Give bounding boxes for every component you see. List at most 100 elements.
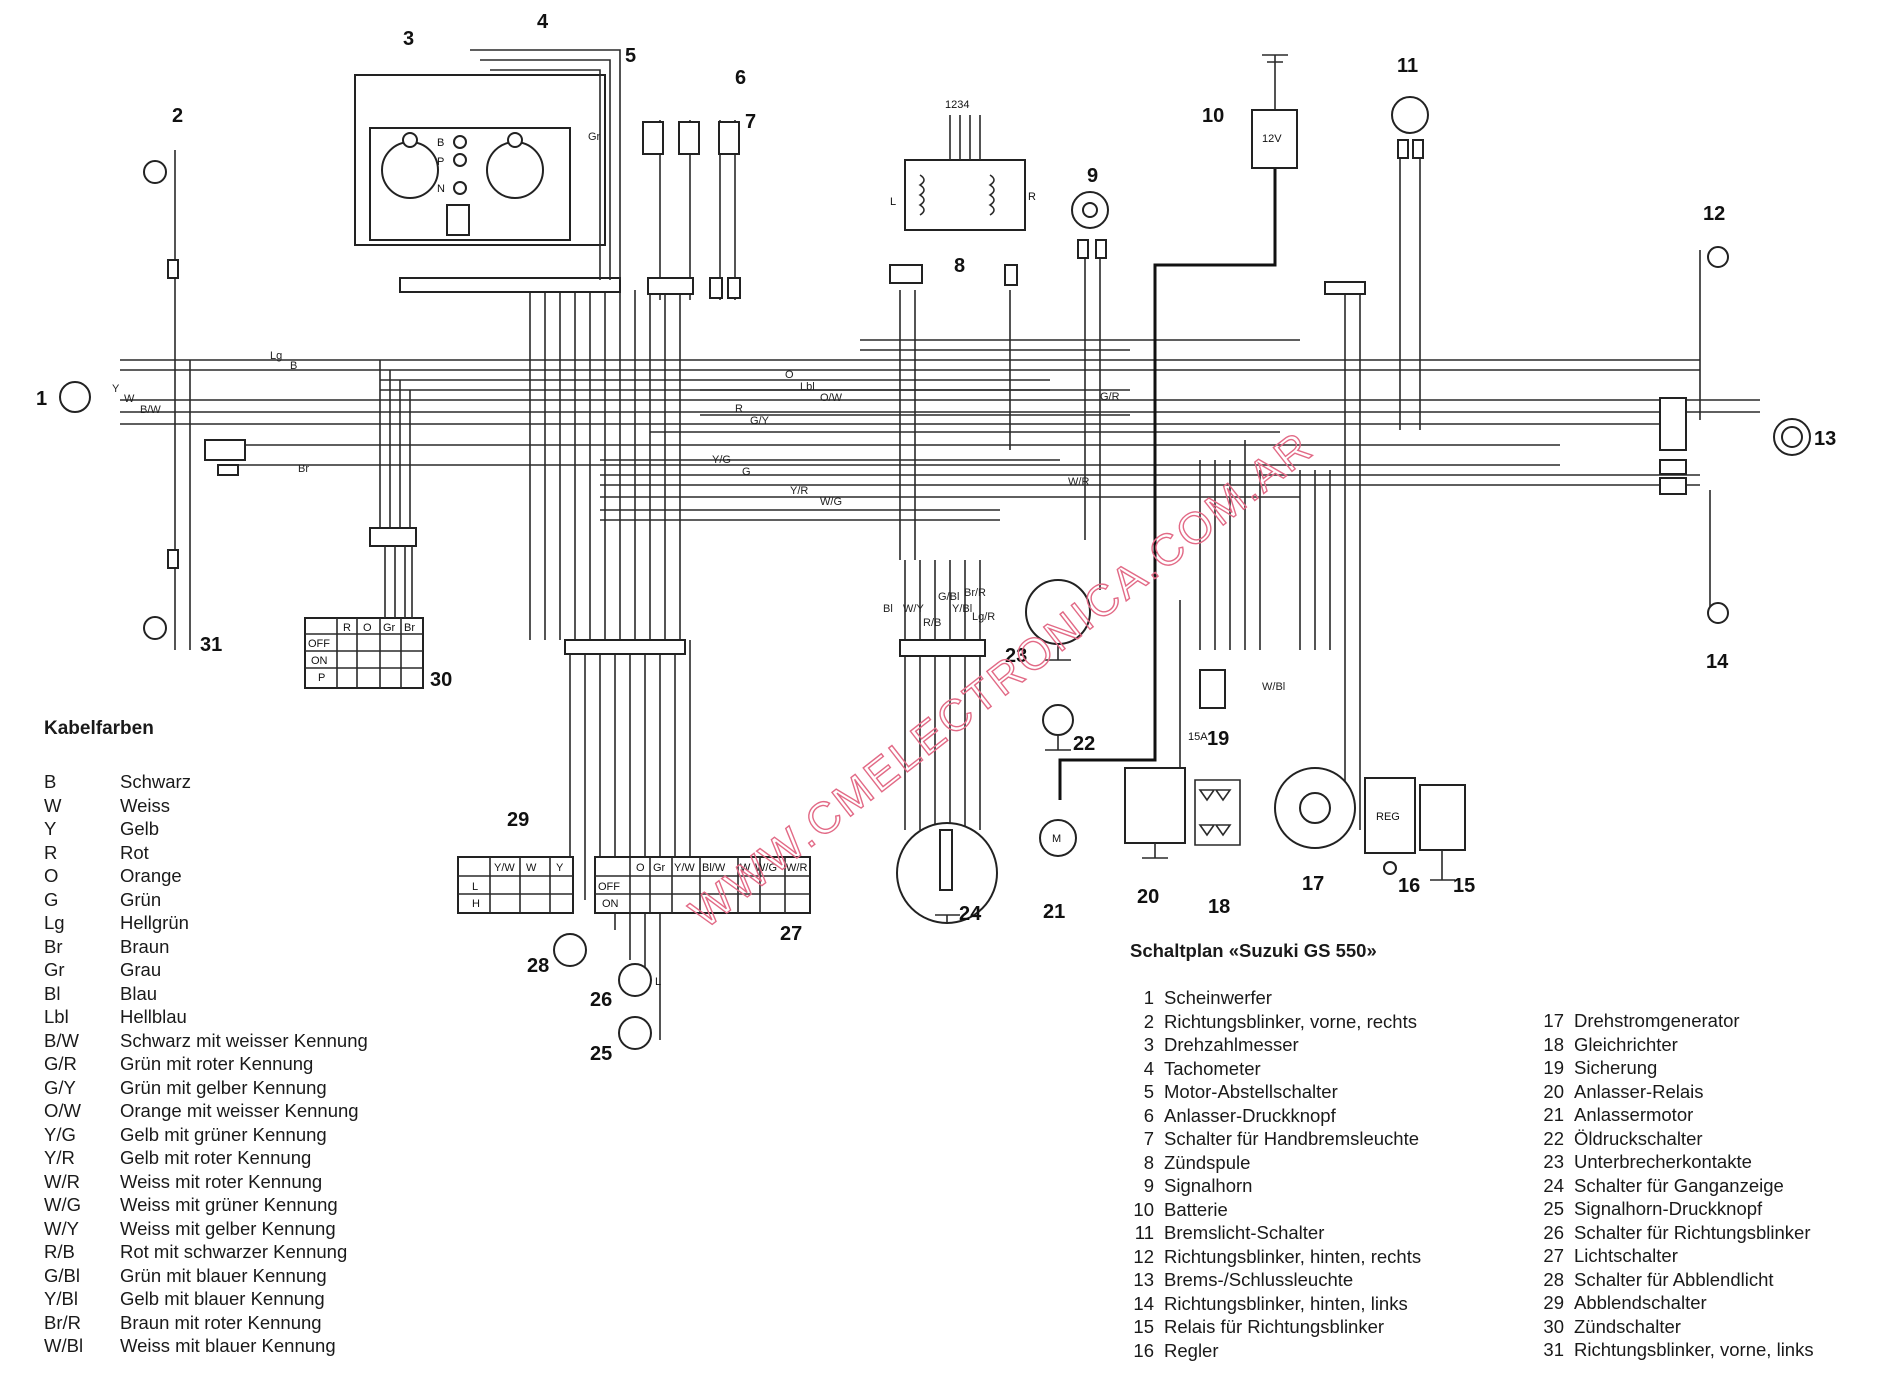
component-number-31: 31 xyxy=(200,634,222,656)
part-number: 24 xyxy=(1543,1174,1564,1196)
part-name: Unterbrecherkontakte xyxy=(1574,1151,1752,1172)
dim-row-h: H xyxy=(472,898,480,910)
ls-col-wr: W/R xyxy=(786,862,807,874)
wire-label-gbl: G/Bl xyxy=(938,591,959,603)
legend-color-name: Weiss mit gelber Kennung xyxy=(120,1217,336,1239)
part-name: Schalter für Richtungsblinker xyxy=(1574,1221,1811,1243)
part-number: 16 xyxy=(1133,1339,1154,1361)
part-number: 12 xyxy=(1133,1245,1154,1267)
legend-code: O/W xyxy=(44,1100,81,1121)
ls-row-off: OFF xyxy=(598,881,620,893)
wire-label-ybl: Y/Bl xyxy=(952,603,972,615)
rectifier xyxy=(1194,779,1241,846)
ign-row-on: ON xyxy=(311,655,328,667)
component-number-2: 2 xyxy=(172,105,183,127)
component-number-7: 7 xyxy=(745,111,756,133)
component-number-4: 4 xyxy=(537,11,549,33)
legend-item: O Orange xyxy=(44,864,404,888)
legend-code: Y/Bl xyxy=(44,1288,78,1309)
indicator-p-label: P xyxy=(437,156,444,168)
legend-color-name: Braun xyxy=(120,935,170,957)
legend-code: W/R xyxy=(44,1170,80,1192)
wire-label-yr: Y/R xyxy=(790,485,808,497)
part-number: 19 xyxy=(1543,1057,1564,1078)
indicator-b-label: B xyxy=(437,137,444,149)
legend-code: R xyxy=(44,841,58,863)
part-number: 14 xyxy=(1133,1292,1154,1314)
coil-terminals-label: 1234 xyxy=(945,99,969,111)
legend-color-name: Grün mit gelber Kennung xyxy=(120,1076,327,1098)
legend-code: Gr xyxy=(44,959,65,980)
component-number-5: 5 xyxy=(625,45,636,67)
component-number-22: 22 xyxy=(1073,733,1095,755)
component-numbers: 1 2 3 4 5 6 7 8 9 10 11 12 13 14 15 16 1… xyxy=(36,11,1836,1065)
regulator-label: REG xyxy=(1376,811,1400,823)
ignition-coil: 1234 L R xyxy=(889,99,1036,286)
component-number-11: 11 xyxy=(1397,55,1418,77)
legend-code: W xyxy=(44,794,62,816)
part-name: Scheinwerfer xyxy=(1164,987,1272,1008)
component-number-21: 21 xyxy=(1043,901,1065,923)
legend-color-name: Gelb mit blauer Kennung xyxy=(120,1288,325,1309)
wire-label-ow: O/W xyxy=(820,392,843,404)
legend-code: Y xyxy=(44,818,57,839)
component-number-27: 27 xyxy=(780,923,802,945)
ignition-switch: R O Gr Br OFF ON P xyxy=(304,527,424,689)
legend-color-name: Grün mit blauer Kennung xyxy=(120,1264,327,1286)
component-number-1: 1 xyxy=(36,388,47,410)
legend-heading: Kabelfarben xyxy=(44,718,154,739)
wire-label-b: B xyxy=(290,360,297,372)
main-harness xyxy=(120,339,1760,521)
part-name: Zündspule xyxy=(1164,1151,1251,1173)
legend-color-name: Orange xyxy=(120,865,182,886)
part-number: 27 xyxy=(1543,1245,1564,1266)
part-name: Motor-Abstellschalter xyxy=(1164,1081,1338,1102)
component-number-29: 29 xyxy=(507,809,529,831)
legend-code: G/Bl xyxy=(44,1264,80,1286)
component-number-8: 8 xyxy=(954,255,965,277)
legend-color-name: Grün xyxy=(120,888,162,910)
legend-item: G/Bl Grün mit blauer Kennung xyxy=(44,1264,404,1288)
component-number-20: 20 xyxy=(1137,886,1159,908)
part-name: Schalter für Handbremsleuchte xyxy=(1164,1128,1420,1149)
legend-code: O xyxy=(44,865,59,886)
component-number-13: 13 xyxy=(1814,428,1836,450)
dim-col-y: Y xyxy=(556,862,564,874)
ls-col-o: O xyxy=(636,862,645,874)
wire-label-bl: Bl xyxy=(883,603,893,615)
legend-item: W Weiss xyxy=(44,794,404,818)
ign-col-r: R xyxy=(343,622,351,634)
component-number-18: 18 xyxy=(1208,896,1230,918)
contact-breaker xyxy=(1025,579,1091,661)
wire-label-r: R xyxy=(735,403,743,415)
part-name: Sicherung xyxy=(1574,1057,1658,1078)
ls-col-blw: Bl/W xyxy=(702,862,726,874)
ign-col-gr: Gr xyxy=(383,622,396,634)
part-number: 29 xyxy=(1543,1292,1564,1313)
legend-color-name: Grün mit roter Kennung xyxy=(120,1053,314,1074)
dim-col-w: W xyxy=(526,862,537,874)
ign-col-o: O xyxy=(363,622,372,634)
wire-label-lg: Lg xyxy=(270,350,282,362)
wire-label-wg: W/G xyxy=(820,496,842,508)
legend-code: W/Bl xyxy=(44,1335,84,1356)
oil-pressure-switch xyxy=(1042,704,1074,751)
legend-color-name: Schwarz xyxy=(120,771,191,792)
legend-color-name: Weiss xyxy=(120,794,171,816)
wire-label-wy: W/Y xyxy=(903,603,924,615)
